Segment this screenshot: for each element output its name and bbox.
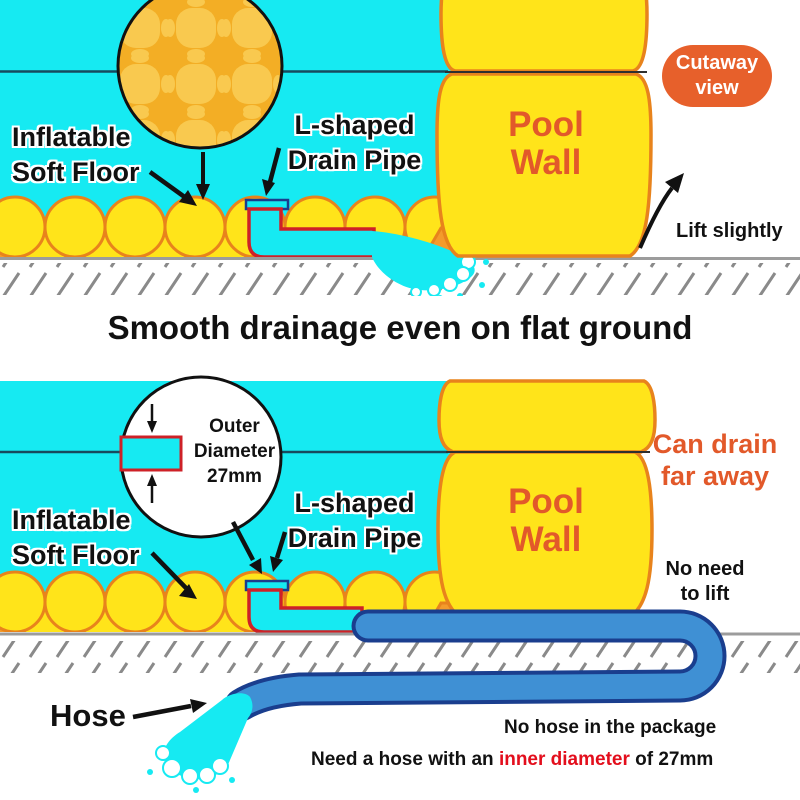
pool-wall-top	[435, 0, 653, 258]
pipe-arrow-top	[262, 147, 282, 196]
floor-texture-magnifier	[116, 0, 284, 150]
drain-pipe-bottom	[247, 588, 364, 634]
floor-label-bottom: Inflatable Soft Floor	[12, 505, 140, 570]
hose-diameter-note: Need a hose with an inner diameter of 27…	[311, 748, 713, 772]
pipe-arrow-bottom	[270, 531, 288, 572]
drain-pipe-top	[247, 207, 376, 259]
can-drain-label: Can drain far away	[652, 429, 778, 491]
hose	[224, 609, 727, 722]
floor-label-top: Inflatable Soft Floor	[12, 122, 140, 187]
pool-wall-label-top: Pool Wall	[508, 105, 584, 182]
no-hose-note: No hose in the package	[504, 717, 717, 738]
pool-wall-bottom	[436, 379, 657, 619]
pool-wall-label-bottom: Pool Wall	[508, 482, 584, 559]
magnifier-arrow-bottom	[231, 520, 262, 574]
lift-slightly-label: Lift slightly	[676, 220, 783, 242]
outer-diameter-label: Outer Diameter 27mm	[193, 416, 276, 487]
ground-hatch-bottom	[0, 641, 800, 673]
pipe-label-bottom: L-shaped Drain Pipe	[287, 488, 422, 553]
no-need-to-lift-label: No need to lift	[665, 558, 745, 605]
pipe-label-top: L-shaped Drain Pipe	[287, 110, 422, 175]
hose-label: Hose	[50, 698, 126, 733]
floor-arrow-top	[148, 170, 197, 206]
note-text-after: of 27mm	[629, 749, 714, 770]
bottom-panel	[0, 375, 800, 793]
note-inner-diameter: inner diameter	[498, 749, 630, 770]
heading: Smooth drainage even on flat ground	[107, 309, 693, 346]
diameter-magnifier	[119, 375, 283, 539]
top-panel	[0, 0, 800, 296]
hose-arrow	[132, 699, 207, 720]
magnifier-arrow-top	[196, 152, 210, 200]
note-text-before: Need a hose with an	[311, 749, 499, 770]
cutaway-view-badge: Cutaway view	[662, 45, 772, 107]
pipe-cross-section	[119, 435, 183, 472]
floor-arrow-bottom	[150, 551, 197, 599]
lift-arrow	[638, 173, 684, 249]
water-spray-bottom	[147, 693, 253, 793]
